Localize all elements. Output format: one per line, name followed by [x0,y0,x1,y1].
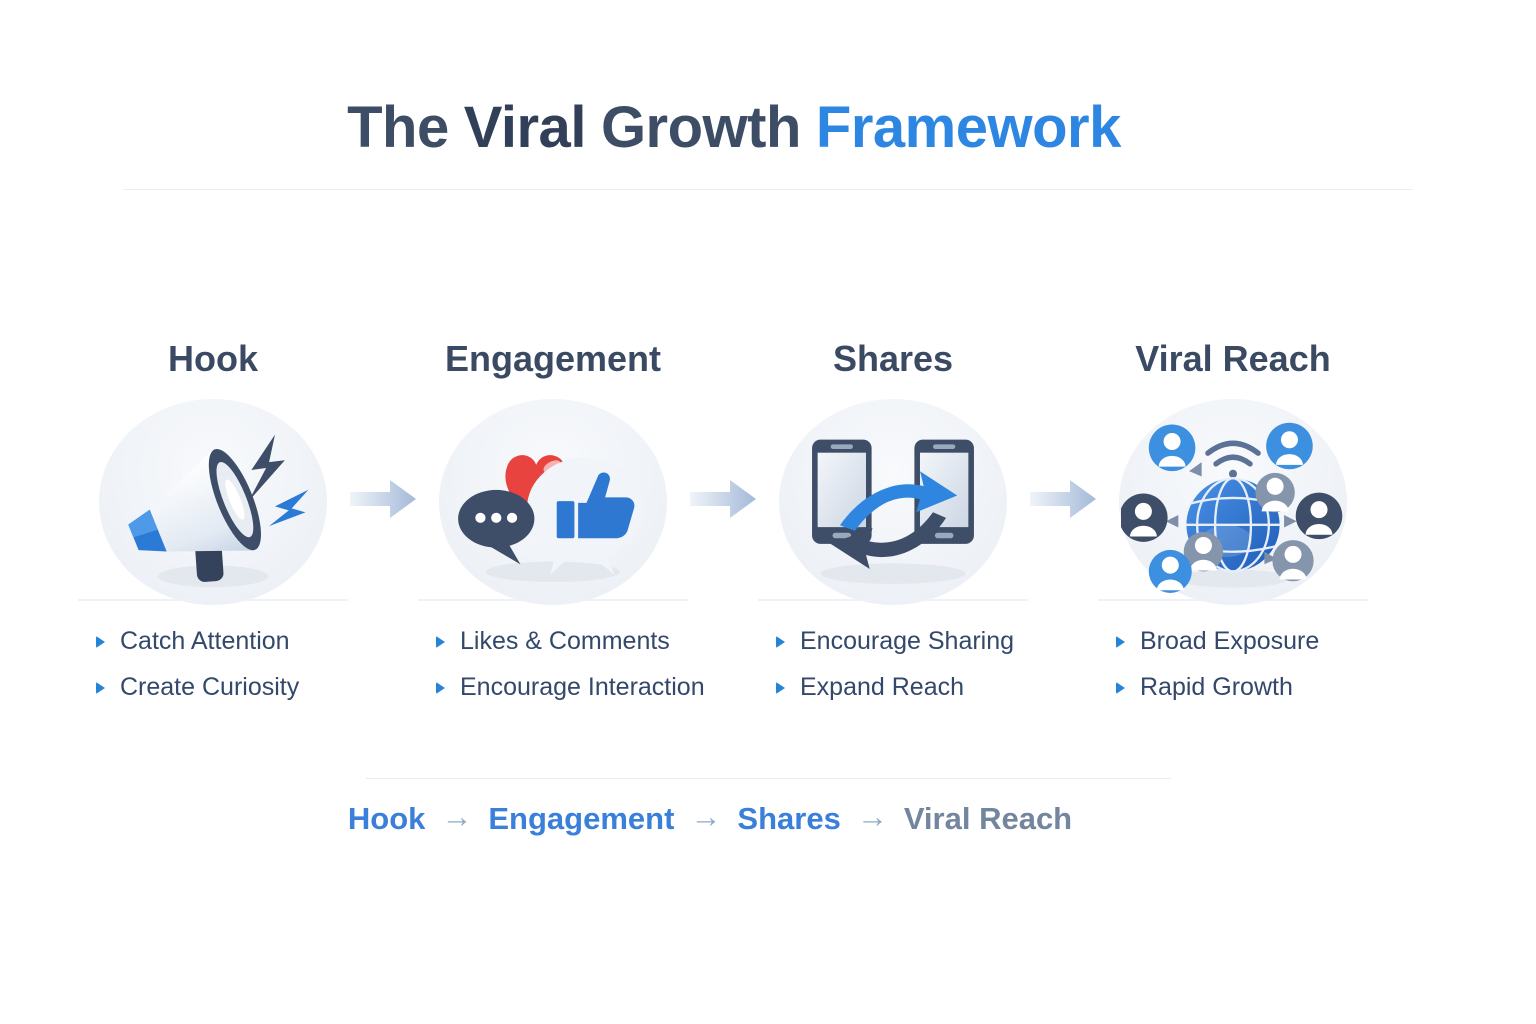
stage-title: Viral Reach [1135,338,1331,379]
bullet-item: Create Curiosity [96,673,348,702]
bullet-item: Rapid Growth [1116,673,1368,702]
stage-underline [418,599,688,601]
bullet-triangle-icon [776,681,785,694]
bullet-item: Likes & Comments [436,627,688,656]
bullet-triangle-icon [96,681,105,694]
bullet-item: Encourage Sharing [776,627,1028,656]
stage-connector [688,473,758,525]
title-word-viral: Viral [463,95,587,160]
bullet-triangle-icon [776,635,785,648]
flow-step-viral-reach: Viral Reach [903,801,1073,836]
stage-bullets: Broad Exposure Rapid Growth [1098,627,1368,702]
flow-arrow-icon [350,480,416,518]
flow-step-hook: Hook [347,801,426,836]
stage-title: Shares [832,338,954,379]
flow-arrow-glyph: → [690,799,722,834]
bullet-item: Expand Reach [776,673,1028,702]
megaphone-icon [128,434,309,588]
stage-icon-circle [779,399,1007,605]
flow-step-shares: Shares [737,801,841,836]
bullet-text: Expand Reach [800,673,965,701]
user-avatar-icons [1121,422,1343,593]
stage-underline [758,599,1028,601]
likes-comments-icon [458,455,645,583]
bullet-triangle-icon [1116,681,1125,694]
stage-column-engagement: Engagement Likes & Commen [418,338,705,702]
title-word-framework: Framework [815,95,1121,160]
stage-underline [78,599,348,601]
flow-arrow-icon [1030,480,1096,518]
stage-connector [1028,473,1098,525]
bullet-item: Catch Attention [96,627,348,656]
bullet-text: Encourage Sharing [800,627,1015,655]
stage-icon-circle [439,399,667,605]
bullet-triangle-icon [436,681,445,694]
stage-underline [1098,599,1368,601]
stage-bullets: Likes & Comments Encourage Interaction [418,627,705,702]
bullet-triangle-icon [1116,635,1125,648]
global-network-icon [1121,422,1343,593]
flow-arrow-icon [690,480,756,518]
title-word-growth: Growth [600,95,801,160]
flow-summary-bar: Hook → Engagement → Shares → Viral Reach [0,799,1478,837]
bullet-text: Catch Attention [120,627,290,655]
flow-step-engagement: Engagement [488,801,675,836]
stage-connector [348,473,418,525]
flow-divider [365,778,1171,779]
stages-row: Hook Catch Attention [0,338,1491,702]
stage-column-shares: Shares Encourage Sharing [758,338,1028,702]
title-divider [123,189,1413,190]
stage-bullets: Catch Attention Create Curiosity [78,627,348,702]
bullet-text: Likes & Comments [460,627,670,655]
title-word-the: The [347,95,449,160]
bullet-triangle-icon [436,635,445,648]
flow-arrow-glyph: → [856,799,888,834]
bullet-text: Rapid Growth [1140,673,1293,701]
bullet-item: Encourage Interaction [436,673,705,702]
flow-arrow-glyph: → [441,799,473,834]
bullet-text: Encourage Interaction [460,673,705,701]
stage-icon-circle [1119,399,1347,605]
stage-title: Hook [168,338,258,379]
bullet-triangle-icon [96,635,105,648]
stage-column-hook: Hook Catch Attention [78,338,348,702]
bullet-text: Create Curiosity [120,673,300,701]
stage-title: Engagement [444,338,662,379]
bullet-item: Broad Exposure [1116,627,1368,656]
bullet-text: Broad Exposure [1140,627,1320,655]
stage-column-viral-reach: Viral Reach [1098,338,1368,702]
phone-share-icon [812,439,974,584]
stage-bullets: Encourage Sharing Expand Reach [758,627,1028,702]
stage-icon-circle [99,399,327,605]
